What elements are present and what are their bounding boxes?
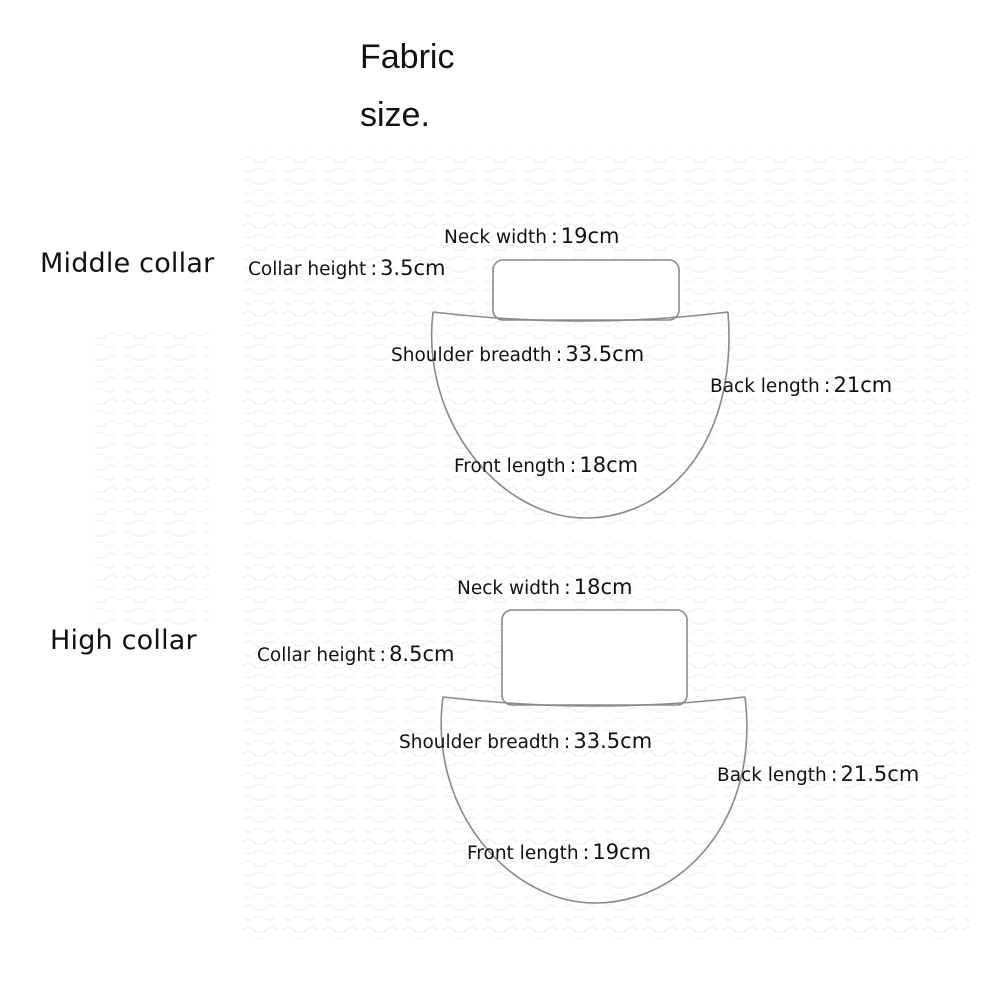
high-collar-height: Collar height:8.5cm bbox=[257, 642, 455, 666]
high-collar-body-arc bbox=[440, 696, 748, 904]
high-collar-shape bbox=[440, 609, 748, 904]
middle-collar-shape bbox=[430, 259, 730, 519]
high-neck-width: Neck width:18cm bbox=[457, 575, 633, 599]
middle-front-length: Front length:18cm bbox=[454, 453, 639, 477]
middle-collar-shoulder-line bbox=[432, 311, 729, 322]
high-back-length: Back length:21.5cm bbox=[717, 762, 920, 786]
section-label-middle-collar: Middle collar bbox=[40, 248, 215, 279]
middle-back-length: Back length:21cm bbox=[710, 373, 893, 397]
middle-collar-height: Collar height:3.5cm bbox=[248, 256, 446, 280]
high-shoulder-breadth: Shoulder breadth:33.5cm bbox=[399, 729, 653, 753]
high-collar-neck-band bbox=[501, 609, 688, 706]
page-title: Fabric size. bbox=[360, 28, 454, 144]
section-label-high-collar: High collar bbox=[50, 625, 197, 656]
title-line-1: Fabric bbox=[360, 38, 455, 76]
middle-collar-body-arc bbox=[430, 311, 730, 519]
high-collar-shoulder-line bbox=[442, 696, 746, 707]
middle-collar-neck-band bbox=[492, 259, 680, 321]
middle-shoulder-breadth: Shoulder breadth:33.5cm bbox=[391, 342, 645, 366]
middle-neck-width: Neck width:19cm bbox=[444, 224, 620, 248]
title-line-2: size. bbox=[360, 96, 430, 134]
high-front-length: Front length:19cm bbox=[467, 840, 652, 864]
